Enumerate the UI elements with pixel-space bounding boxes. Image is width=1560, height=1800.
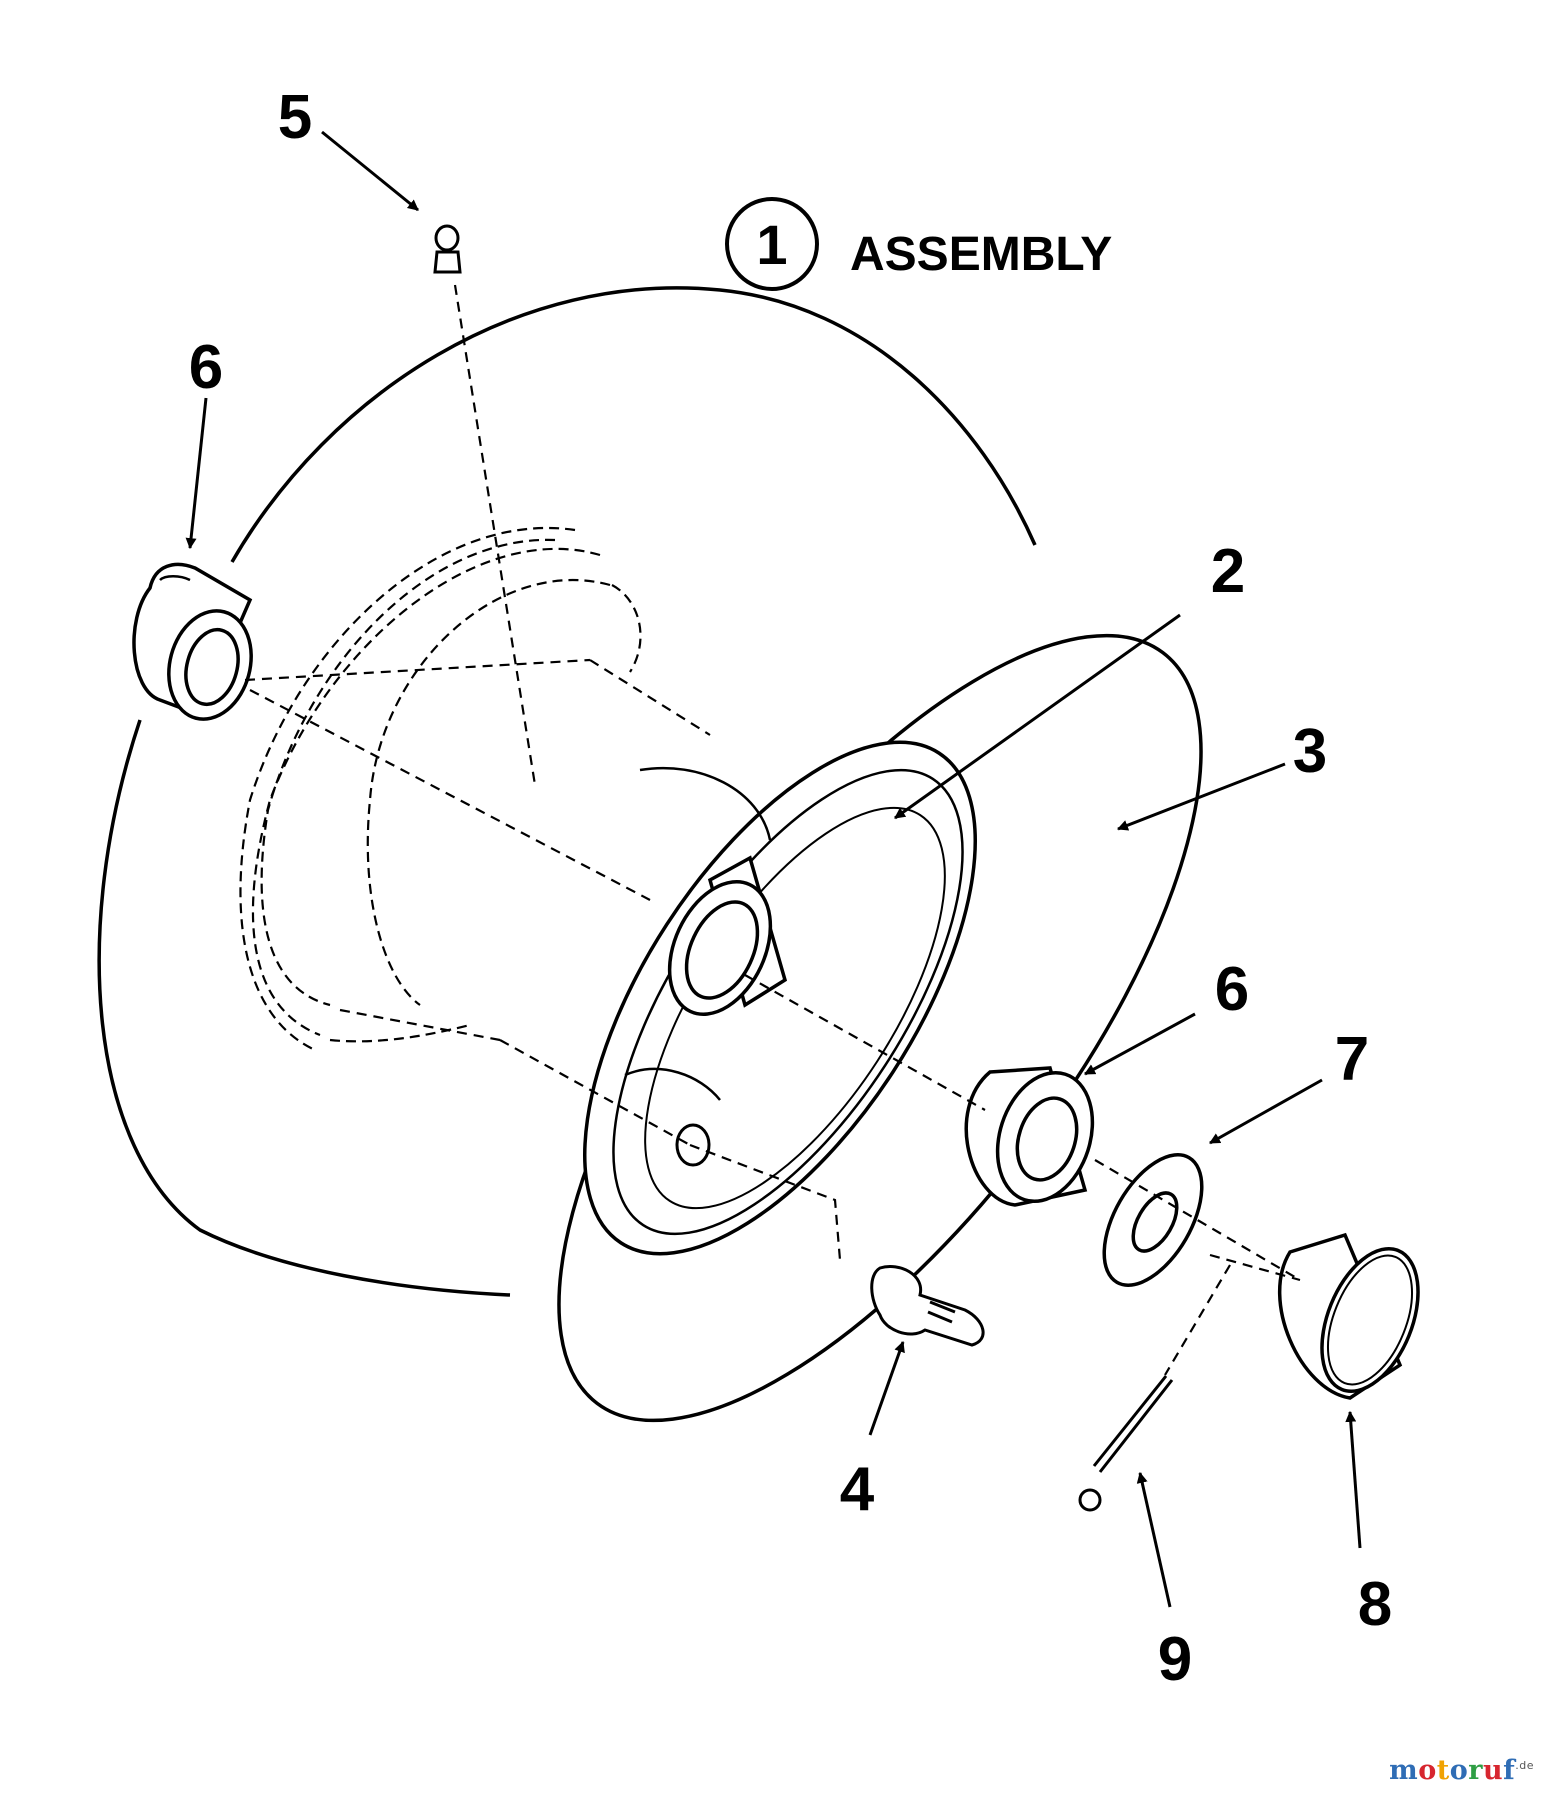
assembly-label: ASSEMBLY xyxy=(850,228,1112,281)
watermark-suffix: .de xyxy=(1515,1759,1534,1772)
callout-9: 9 xyxy=(1158,1625,1192,1694)
callout-3: 3 xyxy=(1293,717,1327,786)
callout-6-left: 6 xyxy=(189,333,223,402)
assembly-number: 1 xyxy=(756,213,787,276)
watermark-letter: u xyxy=(1482,1755,1504,1786)
callout-8: 8 xyxy=(1358,1570,1392,1639)
left-bushing xyxy=(132,562,253,721)
right-bushing xyxy=(964,1066,1095,1207)
wheel-rim xyxy=(583,740,977,1256)
callout-7: 7 xyxy=(1335,1025,1369,1094)
grease-fitting xyxy=(433,224,462,274)
washer xyxy=(1102,1153,1204,1287)
assembly-number-circle xyxy=(725,197,819,291)
watermark-letter: o xyxy=(1418,1755,1437,1786)
watermark-logo: motoruf.de xyxy=(1389,1755,1534,1786)
axle-centerlines xyxy=(244,284,1301,1376)
watermark-letter: r xyxy=(1468,1755,1483,1786)
watermark-letter: o xyxy=(1449,1755,1469,1786)
callout-2: 2 xyxy=(1211,537,1245,606)
callout-5: 5 xyxy=(278,83,312,152)
leader-arrows xyxy=(185,130,1362,1608)
watermark-letter: t xyxy=(1436,1755,1450,1786)
callout-4: 4 xyxy=(840,1455,875,1524)
watermark-letter: m xyxy=(1389,1755,1419,1786)
callout-6-right: 6 xyxy=(1215,955,1249,1024)
hidden-rim-lines xyxy=(239,527,642,1051)
valve-stem xyxy=(870,1265,985,1347)
hub-tube xyxy=(667,855,788,1016)
hub-cap xyxy=(1278,1232,1420,1400)
watermark-letter: f xyxy=(1503,1755,1516,1786)
cotter-pin xyxy=(1078,1375,1174,1512)
